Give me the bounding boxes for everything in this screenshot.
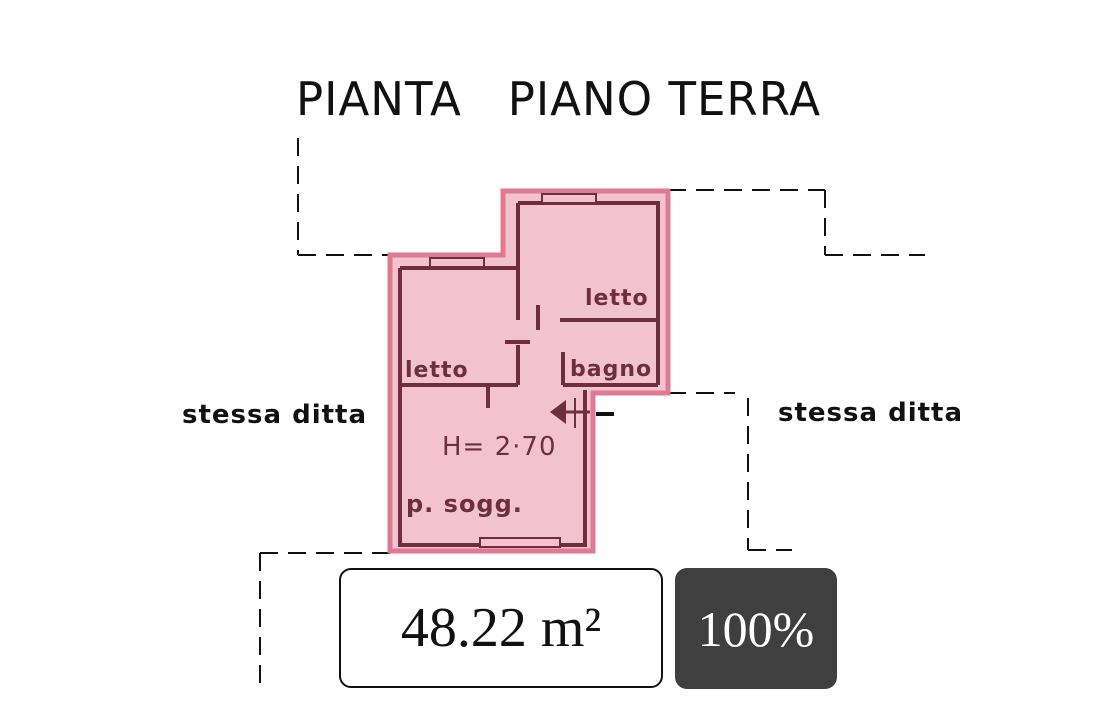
plan-title: PIANTA PIANO TERRA xyxy=(296,72,822,126)
room-label-p-sogg: p. sogg. xyxy=(406,490,523,518)
adjacent-building-outline xyxy=(259,138,925,690)
area-badge: 48.22 m² xyxy=(339,568,663,688)
share-value: 100% xyxy=(697,600,815,657)
share-badge: 100% xyxy=(675,568,837,689)
highlighted-unit xyxy=(387,188,671,554)
area-value: 48.22 m² xyxy=(400,597,602,659)
ceiling-height-label: H= 2·70 xyxy=(442,432,557,462)
entrance-arrow-icon xyxy=(550,398,614,428)
neighbour-label-right: stessa ditta xyxy=(778,398,964,428)
windows xyxy=(429,193,597,548)
room-label-letto-left: letto xyxy=(405,358,469,383)
neighbour-label-left: stessa ditta xyxy=(182,400,368,430)
room-label-bagno: bagno xyxy=(570,357,653,382)
room-label-letto-upper: letto xyxy=(585,286,649,311)
